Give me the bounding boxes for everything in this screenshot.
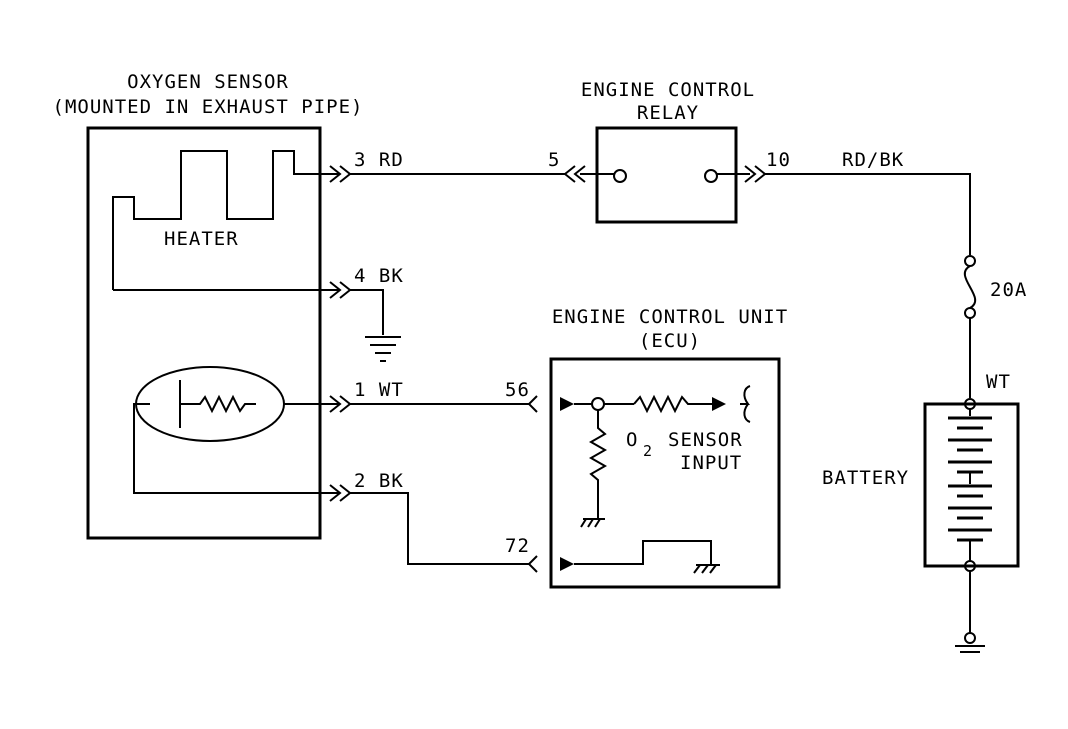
battery-box (923, 402, 1020, 568)
ecu-connector-56-icon (527, 395, 538, 413)
battery-ground-icon (955, 645, 985, 653)
sensing-return-wire (133, 403, 340, 494)
ecu-input-label-rest: SENSOR (668, 429, 743, 451)
signal-output-hook-icon (740, 385, 751, 423)
ecu-title-line1: ENGINE CONTROL UNIT (552, 306, 788, 328)
ecu-pin-72: 72 (505, 535, 530, 557)
pulldown-resistor-icon (588, 410, 608, 518)
relay-pin-5: 5 (548, 149, 560, 171)
engine-control-relay: ENGINE CONTROL RELAY 5 10 (548, 79, 791, 224)
relay-title-line2: RELAY (637, 102, 699, 124)
ecu-input-label-sub: 2 (643, 442, 653, 460)
wire-2-label: 2 BK (354, 470, 404, 492)
ecu-input-label-line2: INPUT (680, 452, 742, 474)
signal-arrow-out-icon (712, 397, 726, 411)
battery-cells-icon (948, 416, 992, 542)
battery: BATTERY (822, 398, 1020, 572)
ecu-ground-trace (574, 540, 712, 565)
battery-ground-terminal-icon (964, 632, 976, 644)
fuse-rating: 20A (990, 279, 1027, 301)
wire-2-bk (350, 492, 530, 565)
ecu-chassis-ground-icon (580, 518, 605, 528)
relay-connector-5-icon (563, 165, 586, 183)
oxygen-sensor-subtitle: (MOUNTED IN EXHAUST PIPE) (53, 96, 364, 118)
wire-3-label: 3 RD (354, 149, 404, 171)
ecu-box (549, 357, 781, 589)
relay-box (595, 126, 738, 224)
wire-rd-bk-label: RD/BK (842, 149, 904, 171)
sensing-resistor-icon (180, 394, 256, 414)
ground-arrow-in-icon (560, 557, 574, 571)
signal-arrow-in-icon (560, 397, 574, 411)
relay-terminal-10-icon (704, 169, 718, 183)
oxygen-sensor-box (86, 126, 322, 540)
fuse-top-terminal-icon (964, 255, 976, 267)
wire-1-label: 1 WT (354, 379, 404, 401)
signal-resistor-icon (633, 394, 712, 414)
wire-rd-bk (765, 173, 971, 255)
relay-pin-10: 10 (766, 149, 791, 171)
heater-label: HEATER (164, 228, 239, 250)
wire-4-bk (350, 289, 384, 335)
ecu-pin-56: 56 (505, 379, 530, 401)
ecu-title-line2: (ECU) (639, 330, 701, 352)
signal-junction-icon (591, 397, 605, 411)
engine-control-unit: ENGINE CONTROL UNIT (ECU) 56 O 2 SENSOR … (505, 306, 788, 589)
fuse-icon (963, 265, 977, 309)
battery-label: BATTERY (822, 467, 909, 489)
sensor-connectors (329, 165, 352, 502)
relay-title-line1: ENGINE CONTROL (581, 79, 755, 101)
heater-element (112, 150, 340, 290)
relay-terminal-5-icon (613, 169, 627, 183)
fuse-bottom-terminal-icon (964, 307, 976, 319)
oxygen-sensor: OXYGEN SENSOR (MOUNTED IN EXHAUST PIPE) … (53, 71, 364, 540)
wire-4-label: 4 BK (354, 265, 404, 287)
wire-wt-label: WT (986, 371, 1011, 393)
oxygen-sensor-title: OXYGEN SENSOR (127, 71, 289, 93)
ecu-connector-72-icon (527, 555, 538, 573)
fuse-20a: 20A (963, 255, 1027, 319)
ecu-input-label-o: O (626, 429, 638, 451)
ecu-signal-ground-icon (693, 564, 720, 574)
ground-icon (365, 336, 401, 362)
sensing-element (135, 366, 285, 442)
